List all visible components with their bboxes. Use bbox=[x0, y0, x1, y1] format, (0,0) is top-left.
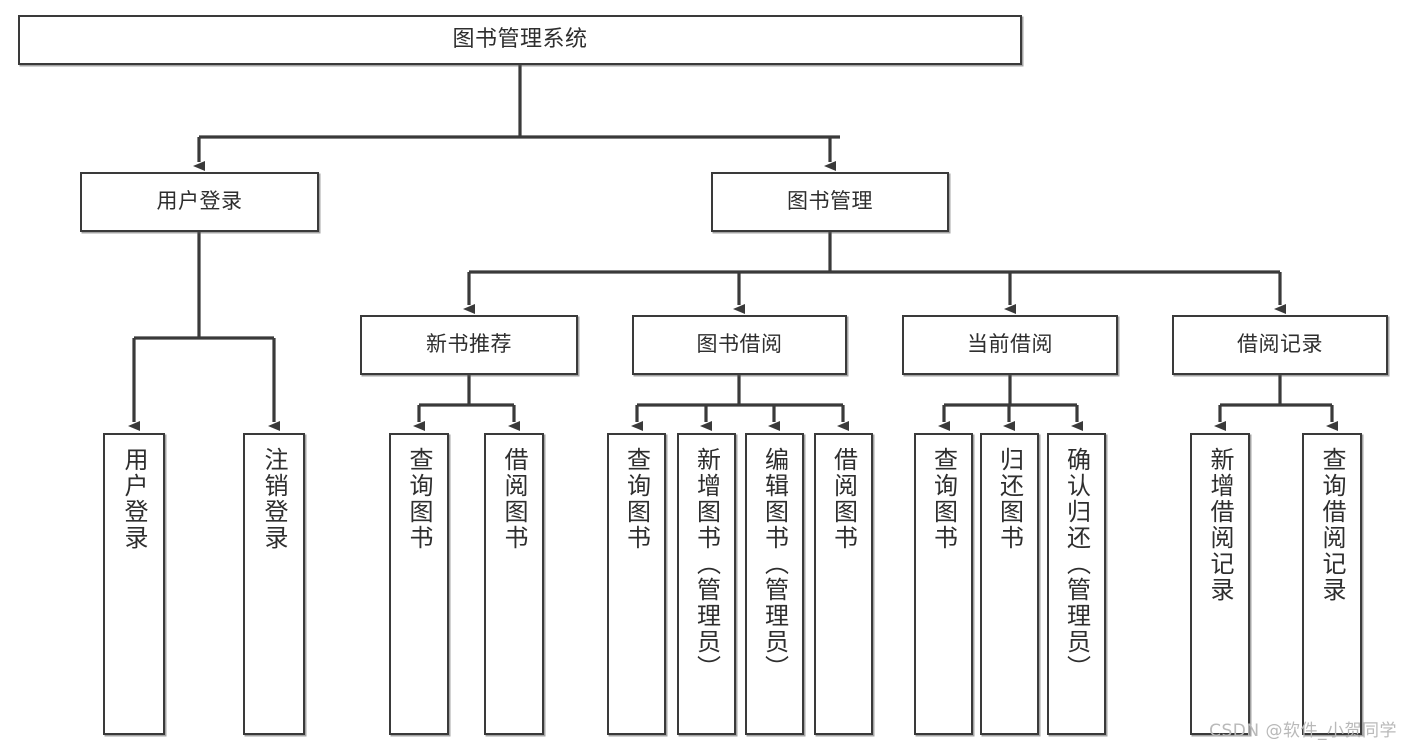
node-user-login[interactable]: 用户登录 bbox=[80, 172, 319, 232]
node-borrow-record[interactable]: 借阅记录 bbox=[1172, 315, 1388, 375]
node-root[interactable]: 图书管理系统 bbox=[18, 15, 1022, 65]
node-leaf-add-record[interactable]: 新增借阅记录 bbox=[1190, 433, 1250, 735]
node-book-borrow-label: 图书借阅 bbox=[696, 332, 783, 357]
node-leaf-borrow-book-1[interactable]: 借阅图书 bbox=[484, 433, 544, 735]
node-book-borrow[interactable]: 图书借阅 bbox=[632, 315, 847, 375]
node-leaf-query-record-label: 查询借阅记录 bbox=[1318, 447, 1346, 603]
node-user-login-label: 用户登录 bbox=[156, 189, 243, 214]
node-leaf-return-book[interactable]: 归还图书 bbox=[980, 433, 1039, 735]
node-current-borrow-label: 当前借阅 bbox=[967, 332, 1053, 357]
node-leaf-user-login-label: 用户登录 bbox=[120, 447, 148, 551]
node-leaf-return-book-label: 归还图书 bbox=[995, 447, 1024, 551]
node-leaf-confirm-return-label: 确认归还（管理员） bbox=[1062, 447, 1091, 681]
node-leaf-edit-book[interactable]: 编辑图书（管理员） bbox=[745, 433, 804, 735]
node-leaf-borrow-book-1-label: 借阅图书 bbox=[500, 447, 528, 551]
node-new-book-recommend[interactable]: 新书推荐 bbox=[360, 315, 578, 375]
node-leaf-query-book-1[interactable]: 查询图书 bbox=[389, 433, 449, 735]
node-leaf-query-book-3[interactable]: 查询图书 bbox=[914, 433, 973, 735]
node-borrow-record-label: 借阅记录 bbox=[1237, 332, 1323, 357]
node-leaf-add-record-label: 新增借阅记录 bbox=[1206, 447, 1234, 603]
node-book-manage-label: 图书管理 bbox=[787, 189, 873, 214]
watermark: CSDN @软件_小贺同学 bbox=[1209, 721, 1397, 741]
node-leaf-user-login[interactable]: 用户登录 bbox=[103, 433, 165, 735]
node-current-borrow[interactable]: 当前借阅 bbox=[902, 315, 1118, 375]
node-leaf-borrow-book-2-label: 借阅图书 bbox=[829, 447, 858, 551]
node-leaf-borrow-book-2[interactable]: 借阅图书 bbox=[814, 433, 873, 735]
node-new-book-recommend-label: 新书推荐 bbox=[426, 332, 512, 357]
node-leaf-query-book-2[interactable]: 查询图书 bbox=[607, 433, 666, 735]
node-root-label: 图书管理系统 bbox=[452, 26, 588, 52]
node-leaf-query-record[interactable]: 查询借阅记录 bbox=[1302, 433, 1362, 735]
node-leaf-edit-book-label: 编辑图书（管理员） bbox=[760, 447, 789, 681]
node-leaf-logout-login-label: 注销登录 bbox=[260, 447, 288, 551]
node-leaf-add-book-label: 新增图书（管理员） bbox=[692, 447, 721, 681]
node-leaf-confirm-return[interactable]: 确认归还（管理员） bbox=[1047, 433, 1106, 735]
node-leaf-query-book-2-label: 查询图书 bbox=[622, 447, 651, 551]
node-leaf-add-book[interactable]: 新增图书（管理员） bbox=[677, 433, 736, 735]
node-leaf-logout-login[interactable]: 注销登录 bbox=[243, 433, 305, 735]
node-leaf-query-book-3-label: 查询图书 bbox=[929, 447, 958, 551]
node-book-manage[interactable]: 图书管理 bbox=[711, 172, 949, 232]
node-leaf-query-book-1-label: 查询图书 bbox=[405, 447, 433, 551]
